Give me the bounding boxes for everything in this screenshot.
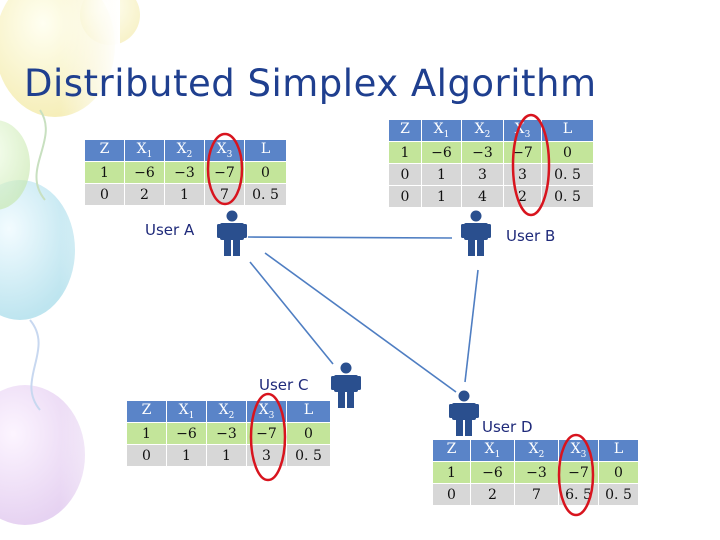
link-a-b xyxy=(247,236,453,239)
table-cell: 0 xyxy=(388,185,422,208)
highlight-ellipse-user-a xyxy=(206,132,244,206)
simplex-table-user-c: Z X1 X2 X3 L 1 −6 −3 −7 0 0 1 1 3 0. 5 xyxy=(126,400,331,467)
person-icon xyxy=(217,210,247,256)
highlight-ellipse-user-c xyxy=(249,392,287,482)
table-cell: 1 xyxy=(388,141,422,164)
table-row: 0 1 3 3 0. 5 xyxy=(388,163,594,186)
table-cell: −6 xyxy=(421,141,462,164)
link-a-c xyxy=(249,261,334,365)
slide-title: Distributed Simplex Algorithm xyxy=(24,62,597,105)
person-icon xyxy=(449,390,479,436)
table-cell: 2 xyxy=(124,183,165,206)
user-d-label: User D xyxy=(482,418,533,436)
user-b-label: User B xyxy=(506,227,556,245)
table-cell: −3 xyxy=(206,422,247,445)
table-cell: 2 xyxy=(503,185,542,208)
person-icon xyxy=(331,362,361,408)
header-cell: L xyxy=(541,119,594,142)
table-cell: −6 xyxy=(124,161,165,184)
table-cell: −7 xyxy=(558,461,599,484)
table-cell: 0. 5 xyxy=(244,183,287,206)
header-cell: L xyxy=(244,139,287,162)
table-row: 0 1 4 2 0. 5 xyxy=(388,185,594,208)
table-cell: −7 xyxy=(246,422,287,445)
user-c-label: User C xyxy=(259,376,309,394)
table-cell: 0 xyxy=(388,163,422,186)
table-cell: 0 xyxy=(84,183,125,206)
highlight-ellipse-user-d xyxy=(557,433,595,517)
table-row: 0 2 7 6. 5 0. 5 xyxy=(432,483,639,506)
table-cell: 0 xyxy=(244,161,287,184)
table-cell: 0 xyxy=(286,422,331,445)
table-header-row: Z X1 X2 X3 L xyxy=(126,400,331,423)
link-a-d xyxy=(264,252,457,393)
simplex-table-user-a: Z X1 X2 X3 L 1 −6 −3 −7 0 0 2 1 7 0. 5 xyxy=(84,139,287,206)
table-cell: 0 xyxy=(432,483,471,506)
simplex-table-user-b: Z X1 X2 X3 L 1 −6 −3 −7 0 0 1 3 3 0. 5 0… xyxy=(388,119,594,208)
header-cell: X1 xyxy=(124,139,165,162)
table-cell: 0. 5 xyxy=(286,444,331,467)
table-cell: 1 xyxy=(421,185,462,208)
table-cell: 1 xyxy=(84,161,125,184)
header-cell: L xyxy=(598,439,639,462)
balloon-blue xyxy=(0,180,75,320)
table-cell: −3 xyxy=(461,141,504,164)
highlight-ellipse-user-b xyxy=(511,113,551,217)
simplex-table-user-d: Z X1 X2 X3 L 1 −6 −3 −7 0 0 2 7 6. 5 0. … xyxy=(432,439,639,506)
table-cell: 0. 5 xyxy=(541,163,594,186)
header-cell: X2 xyxy=(461,119,504,142)
table-row: 0 1 1 3 0. 5 xyxy=(126,444,331,467)
table-row: 1 −6 −3 −7 0 xyxy=(388,141,594,164)
table-cell: −7 xyxy=(204,161,245,184)
table-cell: 0 xyxy=(126,444,167,467)
table-header-row: Z X1 X2 X3 L xyxy=(432,439,639,462)
balloon-green xyxy=(0,120,30,210)
link-b-d xyxy=(464,269,479,383)
table-cell: 7 xyxy=(514,483,559,506)
table-row: 1 −6 −3 −7 0 xyxy=(126,422,331,445)
user-a-label: User A xyxy=(145,221,195,239)
header-cell: Z xyxy=(126,400,167,423)
table-cell: −6 xyxy=(166,422,207,445)
table-cell: 1 xyxy=(421,163,462,186)
balloon-string xyxy=(35,109,47,201)
balloon-string xyxy=(29,319,41,411)
header-cell: X2 xyxy=(164,139,205,162)
header-cell: X1 xyxy=(421,119,462,142)
table-cell: 0. 5 xyxy=(541,185,594,208)
header-cell: X3 xyxy=(204,139,245,162)
header-cell: L xyxy=(286,400,331,423)
table-cell: 1 xyxy=(206,444,247,467)
header-cell: X2 xyxy=(514,439,559,462)
table-cell: 1 xyxy=(126,422,167,445)
table-cell: −6 xyxy=(470,461,515,484)
header-cell: X1 xyxy=(470,439,515,462)
table-cell: 0 xyxy=(541,141,594,164)
person-icon xyxy=(461,210,491,256)
table-cell: 3 xyxy=(246,444,287,467)
table-cell: 1 xyxy=(166,444,207,467)
table-cell: 0. 5 xyxy=(598,483,639,506)
